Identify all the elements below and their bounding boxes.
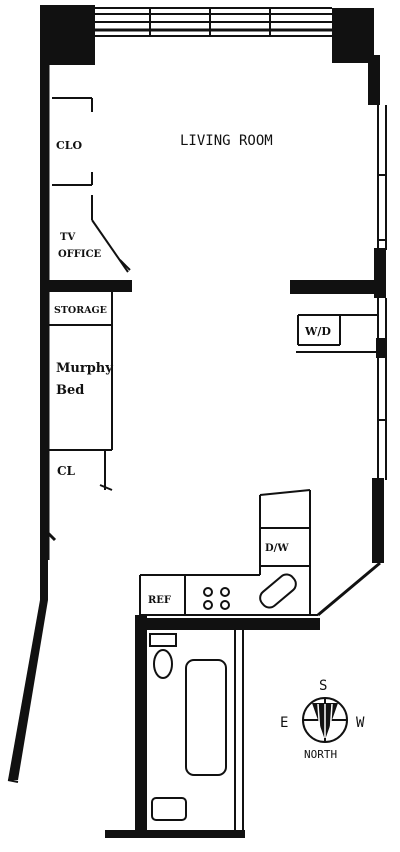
storage-label: STORAGE <box>54 305 107 316</box>
compass-south-label: S <box>319 678 327 694</box>
compass-west-label: W <box>356 715 365 731</box>
toilet-icon <box>149 633 177 679</box>
right-wall <box>317 55 387 617</box>
closet-lower-label: CL <box>57 464 76 478</box>
left-closets <box>40 97 132 491</box>
washer-dryer-label: W/D <box>304 325 331 338</box>
tv-office-label-line2: OFFICE <box>58 249 102 260</box>
compass-icon <box>302 697 348 743</box>
top-window-wall <box>40 5 374 65</box>
murphy-bed-label-line1: Murphy <box>56 361 113 376</box>
bathroom <box>105 615 320 838</box>
stove-burners-icon <box>203 587 230 610</box>
living-room-label: LIVING ROOM <box>180 133 273 149</box>
kitchen-sink-icon <box>259 573 297 609</box>
dishwasher-label: D/W <box>265 543 289 554</box>
closet-top-label: CLO <box>56 139 82 152</box>
murphy-bed-label-line2: Bed <box>56 383 84 398</box>
wd-partition <box>290 280 378 353</box>
compass-east-label: E <box>280 715 288 731</box>
kitchen <box>139 489 318 616</box>
bathroom-sink-icon <box>151 797 187 821</box>
bathtub-icon <box>185 659 227 776</box>
compass-north-label: NORTH <box>304 748 337 761</box>
left-wall <box>7 60 57 783</box>
tv-office-label-line1: TV <box>60 232 75 243</box>
refrigerator-label: REF <box>148 595 171 606</box>
